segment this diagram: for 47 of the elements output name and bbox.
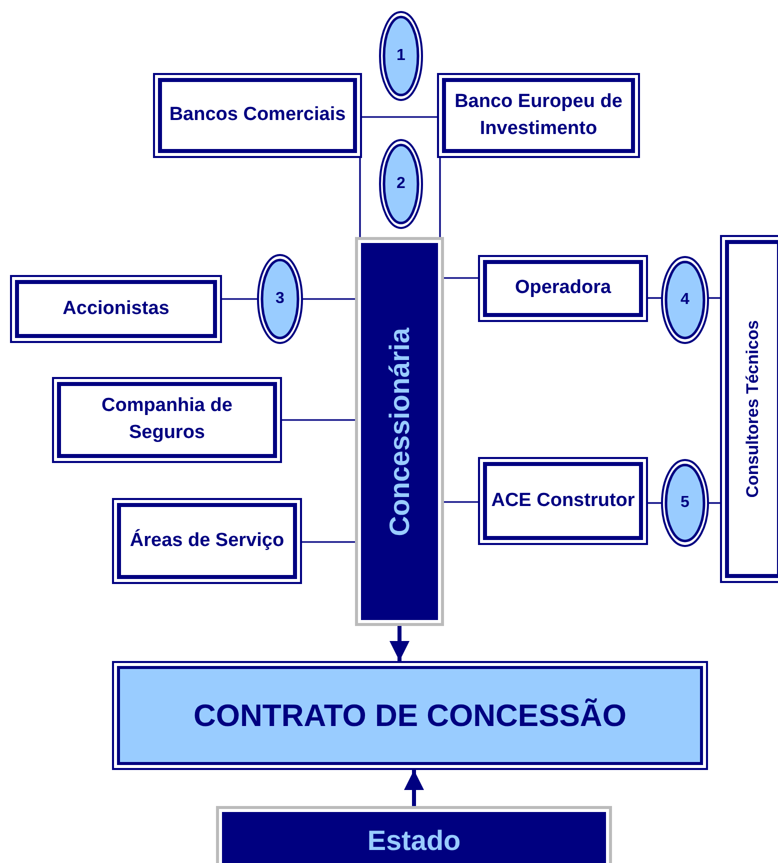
numbered-oval (380, 140, 422, 228)
connector-line (648, 502, 662, 504)
connector-line (708, 297, 720, 299)
node-label: Companhia de Seguros (100, 394, 234, 445)
numbered-oval (662, 460, 708, 546)
numbered-oval (380, 12, 422, 100)
org-box (153, 73, 362, 158)
connector-line (222, 298, 258, 300)
org-box (478, 255, 648, 322)
node-label: Estado (367, 825, 461, 857)
connector-line (302, 541, 355, 543)
connector-line (359, 158, 361, 237)
node-label: Áreas de Serviço (130, 528, 284, 553)
authority-box (216, 806, 612, 863)
contract-box (112, 661, 708, 770)
org-box (478, 457, 648, 545)
node-label: Accionistas (62, 296, 170, 321)
org-box (52, 377, 282, 463)
step-number: 5 (680, 494, 690, 512)
connector-line (302, 298, 355, 300)
connector-line (362, 116, 437, 118)
org-box (112, 498, 302, 584)
node-label: CONTRATO DE CONCESSÃO (194, 698, 626, 734)
node-label: Concessionária (384, 327, 416, 536)
connector-line (282, 419, 355, 421)
node-label: Banco Europeu de Investimento (454, 90, 624, 140)
connector-line (648, 297, 662, 299)
node-label: Operadora (514, 276, 612, 300)
numbered-oval (258, 255, 302, 343)
arrow (404, 770, 424, 806)
node-label: Consultores Técnicos (743, 320, 763, 498)
numbered-oval (662, 257, 708, 343)
step-number: 3 (276, 290, 284, 308)
arrow (390, 626, 410, 661)
vertical-box (720, 235, 778, 583)
connector-line (439, 158, 441, 237)
node-label: Bancos Comerciais (169, 103, 346, 128)
step-number: 4 (680, 291, 690, 309)
step-number: 2 (396, 175, 406, 193)
connector-line (444, 277, 478, 279)
node-label: ACE Construtor (491, 488, 635, 513)
org-box (437, 73, 640, 158)
vertical-bar (355, 237, 444, 626)
org-box (10, 275, 222, 343)
connector-line (708, 502, 720, 504)
connector-line (444, 501, 478, 503)
step-number: 1 (396, 47, 406, 65)
